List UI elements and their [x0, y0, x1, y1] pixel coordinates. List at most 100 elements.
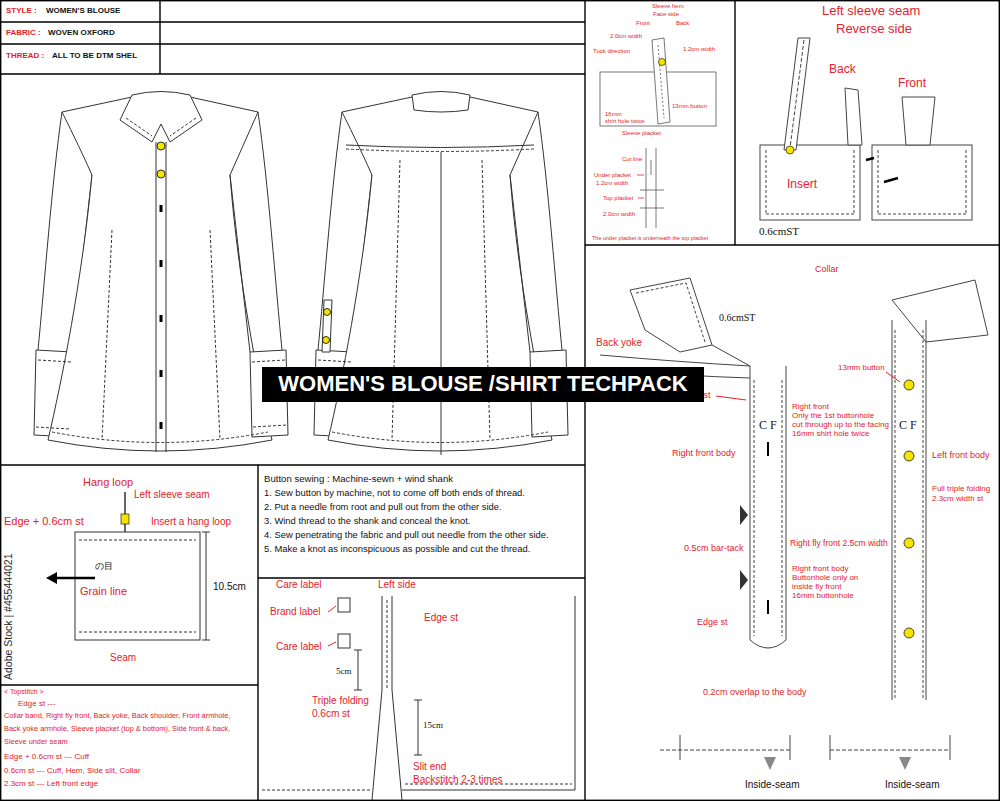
collar-front-sketch	[904, 538, 914, 548]
callout-label: Left side	[378, 579, 416, 591]
collar-front-sketch	[904, 451, 914, 461]
front-shirt-sketch	[34, 92, 288, 453]
sleeve-placket-sketch	[658, 45, 664, 118]
callout-label: Only the 1st buttonhole	[792, 411, 874, 420]
front-shirt-sketch	[160, 370, 163, 377]
callout-label: Left sleeve seam	[134, 489, 210, 501]
field-key: STYLE :	[6, 6, 37, 15]
sleeve-placket-sketch	[659, 59, 666, 66]
callout-label: Front	[636, 20, 650, 27]
callout-label: Cut line	[622, 156, 642, 163]
sleeve-placket-sketch	[652, 38, 670, 124]
field-key: FABRIC :	[6, 28, 41, 37]
sleeve-seam-sketch	[760, 38, 972, 220]
front-shirt-sketch	[156, 142, 166, 452]
callout-label: 0.2cm overlap to the body	[703, 687, 807, 697]
callout-label: inside fly front	[792, 582, 841, 591]
care-label-sketch	[262, 600, 572, 790]
collar-front-sketch	[904, 380, 914, 390]
banner-text: WOMEN'S BLOUSE /SHIRT TECHPACK	[278, 371, 688, 397]
callout-label: Right fly front 2.5cm width	[790, 539, 888, 549]
callout-label: Slit end	[413, 761, 446, 773]
callout-label: 2. Put a needle from root and pull out f…	[264, 502, 502, 513]
collar-front-sketch	[895, 330, 923, 700]
callout-label: Edge + 0.6cm st --- Cuff	[4, 752, 89, 761]
callout-label: 13mm button	[672, 103, 707, 110]
sleeve-placket-sketch	[640, 148, 664, 228]
sleeve-seam-sketch	[784, 38, 810, 150]
care-label-sketch	[354, 596, 575, 790]
callout-label: Seam	[110, 652, 136, 664]
sleeve-seam-sketch	[760, 145, 860, 220]
callout-label: The under placket is underneath the top …	[592, 235, 708, 241]
collar-front-sketch	[630, 278, 712, 352]
field-value: ALL TO BE DTM SHEL	[52, 51, 137, 60]
callout-label: 1. Sew button by machine, not to come of…	[264, 488, 525, 499]
callout-label: Back yoke armhole, Sleeve placket (top &…	[4, 725, 230, 734]
care-label-sketch	[262, 596, 575, 800]
front-shirt-sketch	[36, 118, 287, 443]
back-shirt-sketch	[323, 337, 330, 344]
front-shirt-sketch	[230, 112, 282, 352]
callout-label: Care label	[276, 579, 322, 591]
front-shirt-sketch	[157, 142, 165, 150]
collar-front-sketch	[716, 372, 900, 400]
front-shirt-sketch	[160, 260, 163, 267]
collar-front-sketch	[636, 283, 705, 342]
sleeve-seam-sketch	[872, 145, 972, 220]
callout-label: Tuck direction	[593, 48, 630, 55]
callout-label: Back yoke	[596, 337, 642, 349]
callout-label: 2.3cm width st	[932, 494, 983, 503]
sleeve-seam-sketch	[866, 158, 898, 182]
callout-label: Brand label	[270, 606, 321, 618]
callout-label: Backstitch 2-3 times	[413, 774, 502, 786]
collar-front-sketch	[764, 757, 911, 770]
cuff-hang-loop-sketch	[75, 532, 200, 640]
callout-label: 16mm buttonhole	[792, 591, 854, 600]
callout-label: 2.0cm width	[610, 33, 642, 40]
callout-label: < Topstitch >	[4, 688, 44, 696]
watermark: Adobe Stock | #455444021	[2, 554, 14, 681]
back-shirt-sketch	[346, 145, 534, 455]
callout-label: 2.0cm width	[603, 211, 635, 218]
cuff-hang-loop-sketch	[124, 492, 126, 532]
callout-label: Right front	[792, 402, 829, 411]
callout-label: Full triple folding	[932, 484, 990, 493]
collar-front-sketch	[892, 280, 988, 342]
cuff-hang-loop-sketch	[54, 577, 95, 580]
cuff-hang-loop-sketch	[202, 532, 210, 640]
front-shirt-sketch	[157, 170, 165, 178]
callout-label: Sleeve placket	[622, 130, 661, 137]
callout-label: 3. Wind thread to the shank and conceal …	[264, 516, 470, 527]
front-shirt-sketch	[48, 175, 272, 451]
care-label-sketch	[328, 606, 336, 646]
callout-label: 4. Sew penetrating the fabric and pull o…	[264, 530, 549, 541]
field-value: WOVEN OXFORD	[48, 28, 115, 37]
callout-label: Inside-seam	[745, 779, 799, 791]
collar-front-sketch	[767, 442, 769, 614]
front-shirt-sketch	[120, 92, 202, 143]
callout-label: Sleeve under seam	[4, 738, 68, 747]
callout-label: Care label	[276, 641, 322, 653]
callout-label: shirt hole twice	[605, 118, 645, 125]
back-shirt-sketch	[412, 92, 470, 113]
callout-label: Under placket	[594, 172, 631, 179]
cuff-hang-loop-sketch	[46, 492, 210, 640]
callout-label: の目	[95, 561, 113, 571]
callout-label: 15cm	[423, 720, 443, 730]
callout-label: Back	[676, 20, 689, 27]
callout-label: Reverse side	[836, 22, 912, 37]
front-shirt-sketch	[160, 315, 163, 322]
cuff-hang-loop-sketch	[46, 572, 57, 584]
cuff-hang-loop-sketch	[121, 514, 129, 524]
callout-label: Edge st	[424, 612, 458, 624]
care-label-sketch	[338, 634, 350, 648]
callout-label: 16mm shirt hole twice	[792, 429, 869, 438]
callout-label: 13mm button	[838, 363, 885, 372]
collar-front-sketch	[904, 628, 914, 638]
back-shirt-sketch	[324, 309, 331, 316]
callout-label: 0.5cm bar-tack	[684, 543, 744, 553]
cuff-hang-loop-sketch	[79, 540, 196, 632]
